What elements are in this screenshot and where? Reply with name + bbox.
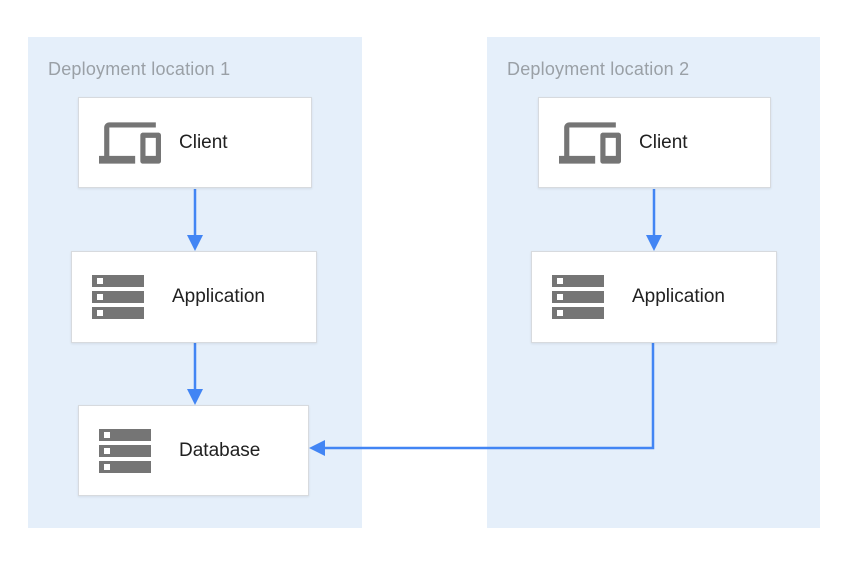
node-label: Client	[639, 131, 688, 153]
devices-icon	[99, 112, 163, 174]
node-label: Database	[179, 439, 261, 461]
server-stack-icon	[99, 428, 163, 473]
node-client-location2: Client	[538, 97, 771, 188]
devices-icon	[559, 112, 623, 174]
deployment-location-2-label: Deployment location 2	[507, 59, 690, 79]
node-label: Application	[172, 286, 265, 307]
node-label: Client	[179, 131, 228, 153]
node-database-location1: Database	[78, 405, 309, 496]
deployment-location-1-label: Deployment location 1	[48, 59, 231, 79]
node-application-location1: Application	[71, 251, 317, 343]
node-application-location2: Application	[531, 251, 777, 343]
server-stack-icon	[92, 275, 156, 319]
node-client-location1: Client	[78, 97, 312, 188]
server-stack-icon	[552, 275, 616, 319]
node-label: Application	[632, 286, 725, 307]
